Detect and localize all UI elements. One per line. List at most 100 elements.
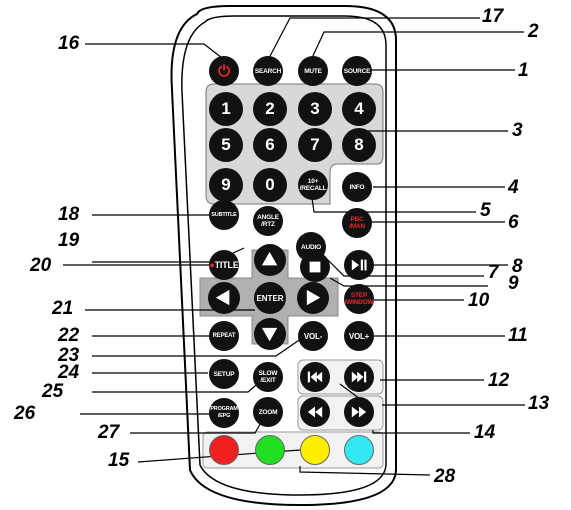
leader-25 [92, 374, 269, 393]
number-1-button[interactable]: 1 [209, 92, 243, 126]
red-key-button[interactable] [209, 435, 239, 465]
program-label: PROGRAM [210, 406, 238, 412]
skip-previous-icon [307, 371, 323, 383]
enter-button[interactable]: ENTER [254, 282, 286, 314]
callout-17: 17 [482, 6, 504, 27]
green-key-button[interactable] [255, 435, 285, 465]
number-6-button[interactable]: 6 [253, 128, 287, 162]
callout-8: 8 [512, 256, 523, 277]
callout-28: 28 [434, 466, 456, 487]
down-button[interactable] [254, 318, 286, 350]
callout-13: 13 [528, 393, 550, 414]
leader-lines [63, 17, 525, 476]
callout-7: 7 [488, 262, 499, 283]
zoom-button[interactable]: ZOOM [253, 397, 283, 427]
pbc-man-button[interactable]: PBC /MAN [342, 208, 372, 238]
leader-9 [329, 277, 488, 287]
number-2-button[interactable]: 2 [253, 92, 287, 126]
stop-icon [309, 261, 321, 273]
title-button[interactable]: ●TITLE [209, 250, 239, 280]
leader-14 [372, 430, 470, 434]
man-label: /MAN [349, 223, 365, 230]
arrow-down-icon [262, 328, 278, 342]
up-button[interactable] [254, 244, 286, 276]
leader-2 [311, 31, 524, 59]
recall-label: /RECALL [299, 185, 327, 192]
right-button[interactable] [297, 282, 329, 314]
leader-17 [267, 17, 480, 61]
callout-19: 19 [58, 230, 80, 251]
program-epg-button[interactable]: PROGRAM /EPG [209, 398, 239, 428]
arrow-right-icon [307, 290, 321, 306]
fast-forward-icon [351, 406, 367, 418]
callout-26: 26 [14, 403, 36, 424]
skip-previous-button[interactable] [300, 362, 330, 392]
fast-forward-button[interactable] [344, 397, 374, 427]
callout-12: 12 [488, 370, 510, 391]
callout-1: 1 [518, 60, 529, 81]
callout-23: 23 [58, 345, 80, 366]
rewind-button[interactable] [300, 397, 330, 427]
callout-24: 24 [58, 362, 80, 383]
number-3-button[interactable]: 3 [298, 92, 332, 126]
rtz-label: /RTZ [261, 221, 275, 228]
callout-21: 21 [52, 298, 74, 319]
step-window-button[interactable]: STEP /WINDOW [344, 284, 374, 314]
arrow-up-icon [262, 252, 278, 266]
play-pause-icon [351, 259, 367, 271]
repeat-button[interactable]: REPEAT [209, 321, 239, 351]
callout-5: 5 [480, 200, 491, 221]
callout-14: 14 [474, 422, 496, 443]
number-9-button[interactable]: 9 [209, 168, 243, 202]
callout-6: 6 [508, 212, 519, 233]
leader-7 [323, 255, 484, 277]
left-button[interactable] [208, 282, 240, 314]
skip-next-button[interactable] [344, 362, 374, 392]
callout-15: 15 [108, 450, 130, 471]
callout-18: 18 [58, 204, 80, 225]
callout-4: 4 [508, 177, 519, 198]
info-button[interactable]: INFO [342, 172, 372, 202]
setup-button[interactable]: SETUP [209, 359, 239, 389]
remote-outline-outer [170, 5, 397, 507]
callout-2: 2 [528, 21, 539, 42]
remote-outline-inner [181, 15, 387, 496]
leader-23 [92, 335, 306, 357]
leader-ff-to-skip [339, 383, 361, 400]
title-label: ●TITLE [209, 259, 239, 270]
numpad-panel [205, 83, 384, 205]
search-button[interactable]: SEARCH [253, 56, 283, 86]
yellow-key-button[interactable] [300, 435, 330, 465]
number-5-button[interactable]: 5 [209, 128, 243, 162]
leader-5 [311, 197, 476, 213]
epg-label: /EPG [217, 413, 231, 419]
number-7-button[interactable]: 7 [298, 128, 332, 162]
number-4-button[interactable]: 4 [342, 92, 376, 126]
ten-plus-recall-button[interactable]: 10+ /RECALL [298, 170, 328, 200]
slow-exit-button[interactable]: SLOW /EXIT [253, 362, 283, 392]
angle-rtz-button[interactable]: ANGLE /RTZ [253, 206, 283, 236]
cyan-key-button[interactable] [344, 435, 374, 465]
callout-11: 11 [508, 325, 528, 346]
leader-16 [85, 43, 223, 59]
callout-27: 27 [98, 422, 120, 443]
stop-button[interactable] [300, 252, 330, 282]
rewind-icon [307, 406, 323, 418]
power-button[interactable]: ⏻ [209, 56, 239, 86]
subtitle-button[interactable]: SUBTITLE [209, 200, 239, 230]
callout-16: 16 [58, 33, 80, 54]
callout-9: 9 [508, 273, 519, 294]
number-0-button[interactable]: 0 [253, 168, 287, 202]
source-button[interactable]: SOURCE [342, 56, 372, 86]
window-label: /WINDOW [344, 299, 374, 306]
mute-button[interactable]: MUTE [298, 56, 328, 86]
play-pause-button[interactable] [344, 250, 374, 280]
pbc-label: PBC [350, 216, 364, 223]
arrow-left-icon [216, 290, 230, 306]
number-8-button[interactable]: 8 [342, 128, 376, 162]
vol-plus-button[interactable]: VOL+ [344, 321, 374, 351]
skip-next-icon [351, 371, 367, 383]
angle-label: ANGLE [257, 214, 279, 221]
vol-minus-button[interactable]: VOL- [298, 321, 328, 351]
